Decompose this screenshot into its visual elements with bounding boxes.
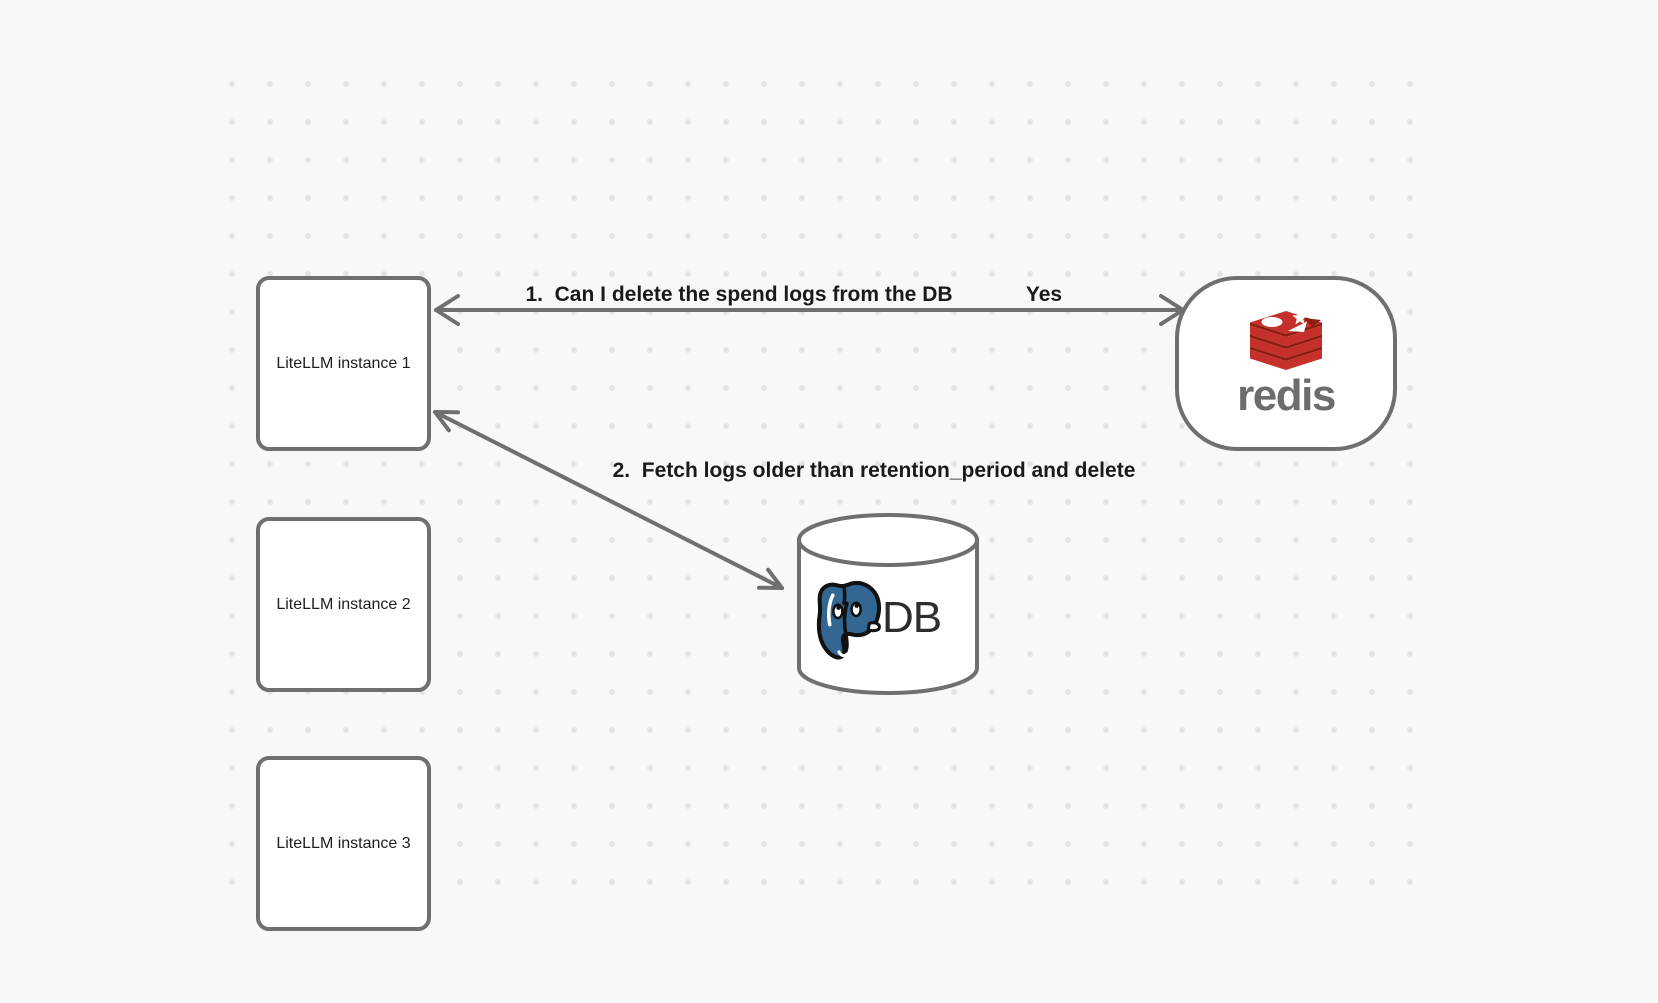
redis-wordmark: redis <box>1237 370 1336 420</box>
arrowhead-upper-icon <box>433 410 460 433</box>
node-litellm-instance-3-label: LiteLLM instance 3 <box>276 834 411 852</box>
arrow-litellm-db <box>433 410 784 590</box>
node-litellm-instance-2: LiteLLM instance 2 <box>256 517 431 692</box>
node-litellm-instance-1-label: LiteLLM instance 1 <box>276 354 411 372</box>
node-litellm-instance-1: LiteLLM instance 1 <box>256 276 431 451</box>
arrowhead-lower-icon <box>757 567 784 590</box>
edge1-response-label: Yes <box>1025 283 1063 306</box>
db-node-label: DB <box>882 593 942 642</box>
postgresql-logo-icon <box>810 580 884 660</box>
redis-logo-icon <box>1250 309 1322 370</box>
arrowhead-left-icon <box>434 294 460 326</box>
node-redis: redis <box>1175 276 1397 451</box>
edge1-question-label: 1. Can I delete the spend logs from the … <box>525 283 953 306</box>
edge2-label: 2. Fetch logs older than retention_perio… <box>612 459 1136 482</box>
node-litellm-instance-3: LiteLLM instance 3 <box>256 756 431 931</box>
node-litellm-instance-2-label: LiteLLM instance 2 <box>276 595 411 613</box>
